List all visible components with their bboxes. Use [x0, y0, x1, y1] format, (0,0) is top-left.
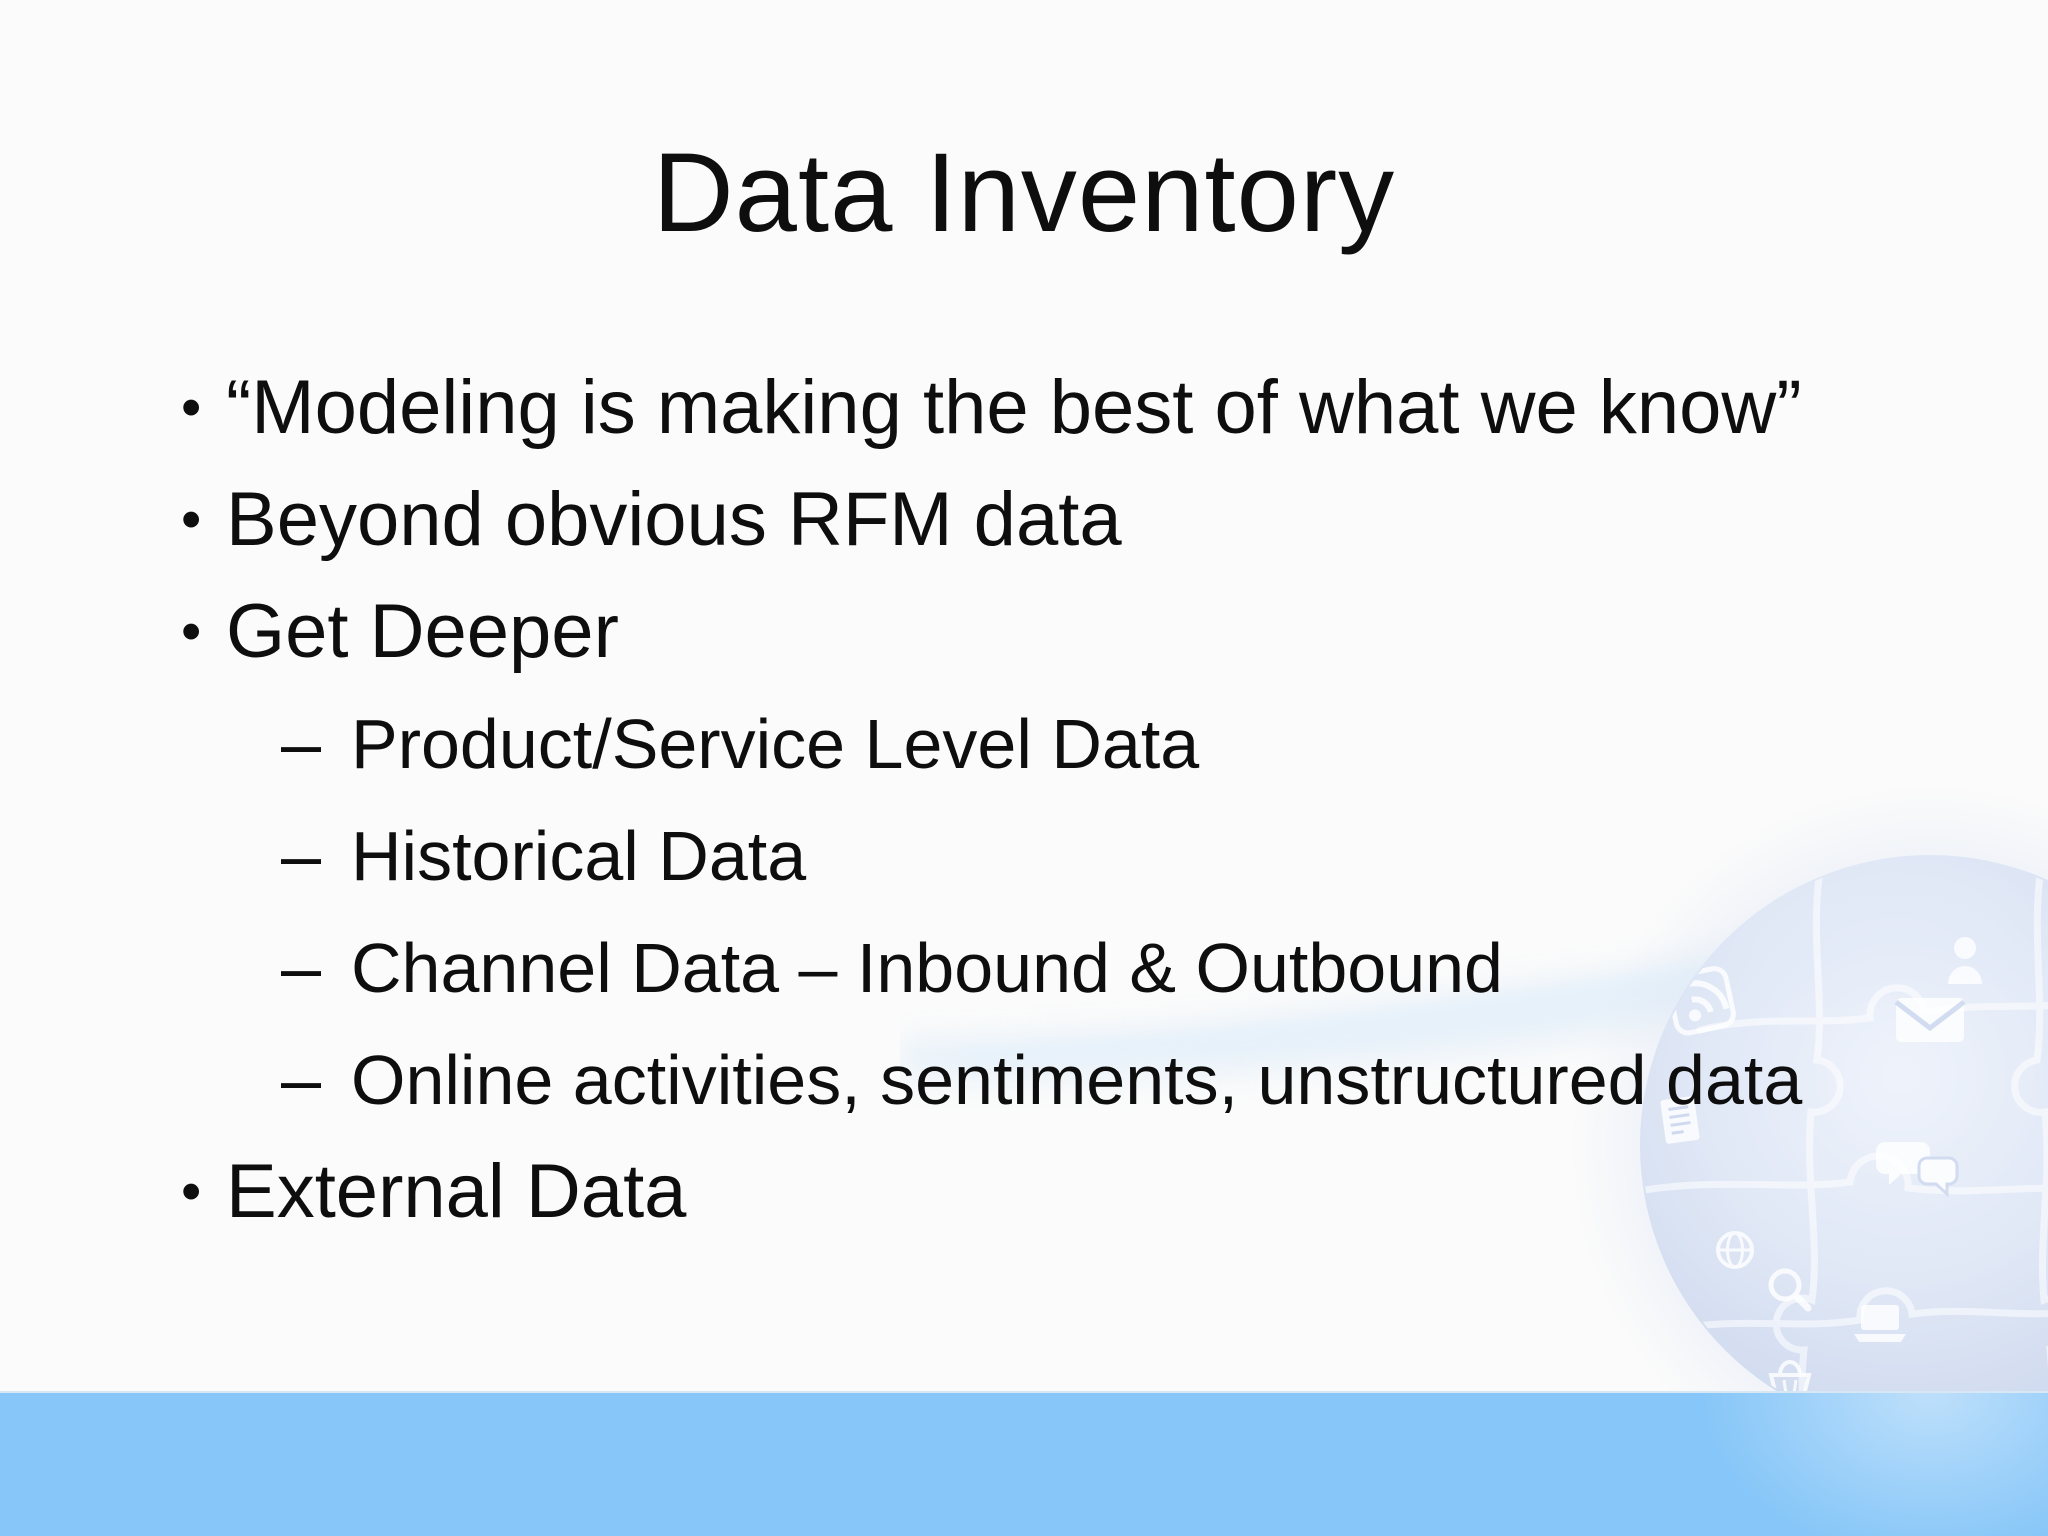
list-item: • “Modeling is making the best of what w… — [0, 352, 2048, 464]
bullet-marker: • — [181, 375, 202, 440]
bullet-marker: – — [281, 816, 322, 896]
bullet-marker: • — [181, 1159, 202, 1224]
list-item: – Channel Data – Inbound & Outbound — [0, 912, 2048, 1024]
list-item: – Online activities, sentiments, unstruc… — [0, 1024, 2048, 1136]
bullet-text: External Data — [226, 1149, 687, 1234]
bullet-text: Beyond obvious RFM data — [226, 477, 1122, 562]
bullet-text: Get Deeper — [226, 589, 619, 674]
bullet-marker: • — [181, 599, 202, 664]
bullet-text: Historical Data — [351, 817, 807, 895]
bullet-marker: – — [281, 1040, 322, 1120]
search-icon — [1768, 1268, 1812, 1312]
list-item: – Historical Data — [0, 800, 2048, 912]
list-item: – Product/Service Level Data — [0, 688, 2048, 800]
page-title: Data Inventory — [652, 130, 1396, 255]
bullet-marker: – — [281, 928, 322, 1008]
bullet-marker: – — [281, 704, 322, 784]
bullet-text: Channel Data – Inbound & Outbound — [351, 929, 1503, 1007]
list-item: • External Data — [0, 1136, 2048, 1248]
bullet-text: Product/Service Level Data — [351, 705, 1200, 783]
bullet-marker: • — [181, 487, 202, 552]
bullet-text: “Modeling is making the best of what we … — [226, 365, 1802, 450]
globe-reflection — [1450, 1393, 2048, 1536]
list-item: • Get Deeper — [0, 576, 2048, 688]
laptop-icon — [1854, 1305, 1906, 1342]
list-item: • Beyond obvious RFM data — [0, 464, 2048, 576]
bullet-list: • “Modeling is making the best of what w… — [0, 352, 2048, 1248]
footer-band — [0, 1391, 2048, 1536]
bullet-text: Online activities, sentiments, unstructu… — [351, 1041, 1803, 1119]
